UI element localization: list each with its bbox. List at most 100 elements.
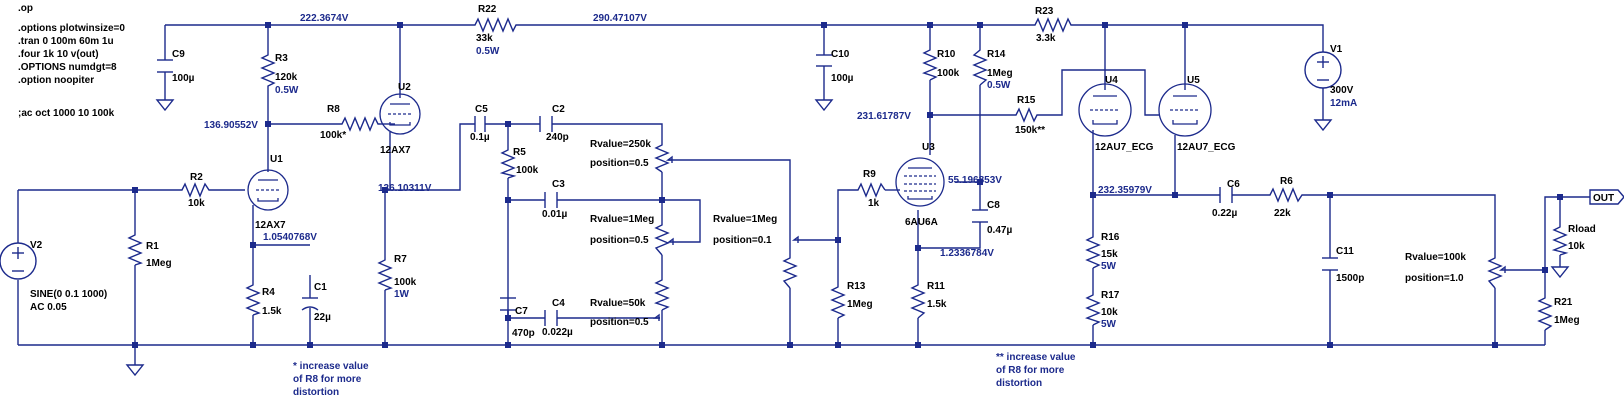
r8-value: 100k* bbox=[320, 130, 346, 141]
r1-resistor bbox=[127, 230, 143, 266]
pot-params: Rvalue=250k position=0.5 Rvalue=1Meg pos… bbox=[590, 139, 1466, 328]
r23-value: 3.3k bbox=[1036, 33, 1056, 44]
r15-resistor bbox=[1012, 107, 1040, 123]
mid-pot-value: Rvalue=50k bbox=[590, 298, 646, 309]
r15-label: R15 bbox=[1017, 95, 1036, 106]
note-text: distortion bbox=[293, 387, 339, 398]
c8-label: C8 bbox=[987, 200, 1000, 211]
r14-label: R14 bbox=[987, 49, 1006, 60]
c5-value: 0.1µ bbox=[470, 132, 490, 143]
master-pot-value: Rvalue=100k bbox=[1405, 252, 1466, 263]
r22-power: 0.5W bbox=[476, 46, 500, 57]
ground-icon bbox=[1313, 119, 1333, 132]
r11-label: R11 bbox=[927, 281, 945, 292]
tubes bbox=[247, 83, 1212, 211]
capacitors bbox=[157, 25, 1338, 345]
u1-tube bbox=[247, 169, 289, 211]
r9-value: 1k bbox=[868, 198, 880, 209]
r8-resistor bbox=[337, 116, 380, 132]
directive: .tran 0 100m 60m 1u bbox=[18, 36, 114, 47]
rload-label: Rload bbox=[1568, 224, 1596, 235]
c6-label: C6 bbox=[1227, 179, 1240, 190]
volume-pot bbox=[782, 255, 798, 289]
u3-label: U3 bbox=[922, 142, 935, 153]
u1-label: U1 bbox=[270, 154, 283, 165]
r3-label: R3 bbox=[275, 53, 288, 64]
c5-capacitor bbox=[474, 116, 486, 132]
r6-resistor bbox=[1265, 187, 1305, 203]
r8-label: R8 bbox=[327, 104, 340, 115]
r14-resistor bbox=[972, 45, 988, 86]
r21-resistor bbox=[1537, 293, 1553, 331]
r23-label: R23 bbox=[1035, 6, 1054, 17]
bass-pot bbox=[654, 220, 670, 256]
r5-value: 100k bbox=[516, 165, 539, 176]
treble-pot-position: position=0.5 bbox=[590, 158, 649, 169]
v2-source bbox=[0, 242, 37, 280]
r3-value: 120k bbox=[275, 72, 298, 83]
node-voltages: 222.3674V 290.47107V 136.90552V 136.1031… bbox=[204, 13, 1152, 259]
directive: ;ac oct 1000 10 100k bbox=[18, 108, 115, 119]
r23-resistor bbox=[1030, 17, 1075, 33]
c7-label: C7 bbox=[515, 306, 528, 317]
r22-resistor bbox=[470, 17, 520, 33]
u5-model: 12AU7_ECG bbox=[1177, 142, 1236, 153]
junction-dots bbox=[132, 22, 1563, 348]
node-voltage: 1.2336784V bbox=[940, 248, 994, 259]
rload-value: 10k bbox=[1568, 241, 1585, 252]
r15-value: 150k** bbox=[1015, 125, 1045, 136]
rload-resistor bbox=[1551, 222, 1569, 256]
r22-value: 33k bbox=[476, 33, 493, 44]
r10-resistor bbox=[922, 45, 938, 81]
note-text: of R8 for more bbox=[996, 365, 1065, 376]
ground-icon bbox=[155, 99, 175, 112]
component-labels: C9 100µ R3 120k 0.5W R8 100k* U2 12AX7 R… bbox=[30, 4, 1596, 339]
u3-model: 6AU6A bbox=[905, 217, 938, 228]
u5-tube bbox=[1158, 83, 1212, 137]
c1-capacitor bbox=[301, 297, 319, 311]
node-voltage: 1.0540768V bbox=[263, 232, 317, 243]
node-voltage: 231.61787V bbox=[857, 111, 911, 122]
resistors bbox=[127, 17, 1569, 331]
ground-icon bbox=[125, 364, 145, 377]
c1-label: C1 bbox=[314, 282, 327, 293]
c7-value: 470p bbox=[512, 328, 535, 339]
r4-resistor bbox=[245, 280, 261, 316]
c6-value: 0.22µ bbox=[1212, 208, 1237, 219]
r21-label: R21 bbox=[1554, 297, 1573, 308]
c2-capacitor bbox=[539, 116, 553, 132]
r16-value: 15k bbox=[1101, 249, 1118, 260]
r16-label: R16 bbox=[1101, 232, 1120, 243]
ground-icon bbox=[1550, 266, 1570, 279]
node-voltage: 222.3674V bbox=[300, 13, 349, 24]
r7-power: 1W bbox=[394, 289, 410, 300]
r17-power: 5W bbox=[1101, 319, 1117, 330]
master-pot bbox=[1487, 255, 1503, 289]
u4-model: 12AU7_ECG bbox=[1095, 142, 1154, 153]
node-voltage: 290.47107V bbox=[593, 13, 647, 24]
c3-value: 0.01µ bbox=[542, 209, 567, 220]
v1-current: 12mA bbox=[1330, 98, 1357, 109]
r2-value: 10k bbox=[188, 198, 205, 209]
c9-value: 100µ bbox=[172, 73, 195, 84]
voltage-sources bbox=[0, 50, 1342, 280]
c1-value: 22µ bbox=[314, 312, 331, 323]
r16-resistor bbox=[1085, 232, 1101, 269]
u4-label: U4 bbox=[1105, 75, 1118, 86]
u3-tube bbox=[895, 157, 945, 207]
r3-power: 0.5W bbox=[275, 85, 299, 96]
r5-label: R5 bbox=[513, 147, 526, 158]
r11-resistor bbox=[910, 280, 926, 319]
v2-value: SINE(0 0.1 1000) bbox=[30, 289, 107, 300]
c10-label: C10 bbox=[831, 49, 850, 60]
r1-value: 1Meg bbox=[146, 258, 172, 269]
c8-capacitor bbox=[972, 209, 988, 223]
c4-label: C4 bbox=[552, 298, 565, 309]
c4-capacitor bbox=[544, 310, 558, 326]
volume-pot-value: Rvalue=1Meg bbox=[713, 214, 777, 225]
c5-label: C5 bbox=[475, 104, 488, 115]
c3-capacitor bbox=[544, 192, 558, 208]
note-text: * increase value bbox=[293, 361, 369, 372]
out-port-label: OUT bbox=[1593, 193, 1614, 204]
node-voltage: 55.196853V bbox=[948, 175, 1002, 186]
